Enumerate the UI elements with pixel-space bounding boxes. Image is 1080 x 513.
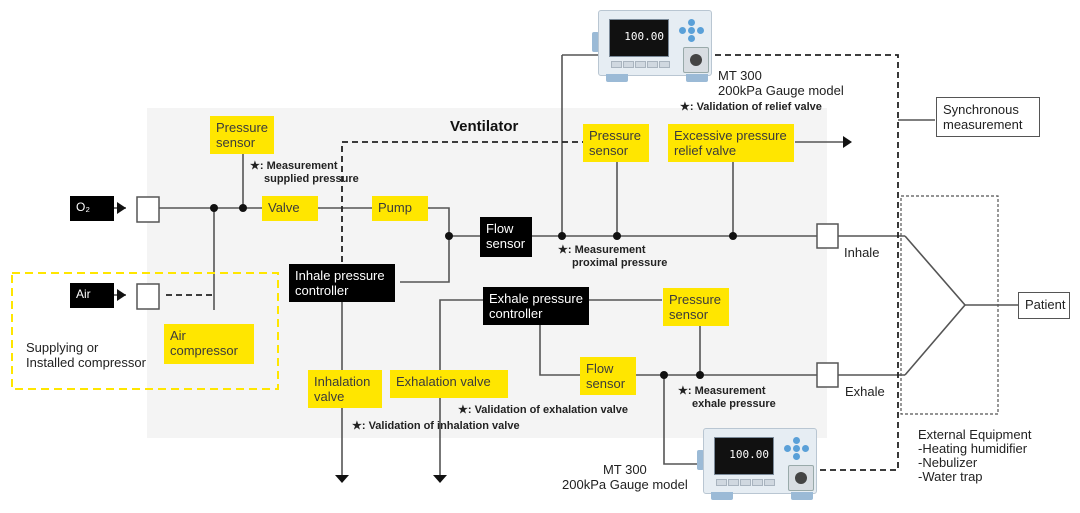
note-exhalation-valve: ★: Validation of exhalation valve [458, 404, 629, 416]
exhalation-arrow [433, 475, 447, 483]
pressure-port-icon [683, 47, 709, 73]
external-equipment-box [900, 195, 999, 415]
inhale-port [816, 223, 839, 249]
note-inhalation-valve: ★: Validation of inhalation valve [352, 420, 520, 432]
air-port [136, 283, 160, 310]
relief-arrow [843, 136, 852, 148]
keypad-icon [677, 19, 707, 43]
inhale-label: Inhale [844, 245, 880, 260]
valve: Valve [262, 196, 318, 221]
pump-controller-line [400, 207, 450, 283]
exhale-port [816, 362, 839, 388]
exhale-label: Exhale [845, 384, 885, 399]
note-relief-valve: ★: Validation of relief valve [680, 101, 822, 113]
supply-group-box [11, 272, 279, 390]
exhalation-outlet [439, 299, 484, 475]
gauge-device-bottom: 100.00 [697, 428, 817, 502]
sync-dashed [715, 54, 899, 471]
o2-source: O₂ [70, 196, 114, 221]
air-arrow [117, 289, 126, 301]
keypad-icon [782, 437, 812, 461]
control-signal [341, 141, 586, 262]
o2-arrow [117, 202, 126, 214]
ventilator-title: Ventilator [450, 118, 519, 135]
gauge-display: 100.00 [714, 437, 774, 475]
supply-group-label: Supplying or Installed compressor [26, 340, 146, 370]
gauge-device-top: 100.00 [592, 10, 712, 84]
pump: Pump [372, 196, 428, 221]
patient-box: Patient [1018, 292, 1070, 319]
pressure-port-icon [788, 465, 814, 491]
external-equipment-label: External Equipment -Heating humidifier -… [918, 427, 1032, 484]
air-source: Air [70, 283, 114, 308]
gauge-display: 100.00 [609, 19, 669, 57]
y-piece [904, 235, 967, 376]
o2-port [136, 196, 160, 223]
gauge-bottom-line [663, 375, 698, 465]
inhalation-arrow [335, 475, 349, 483]
exhalation-valve: Exhalation valve [390, 370, 508, 398]
